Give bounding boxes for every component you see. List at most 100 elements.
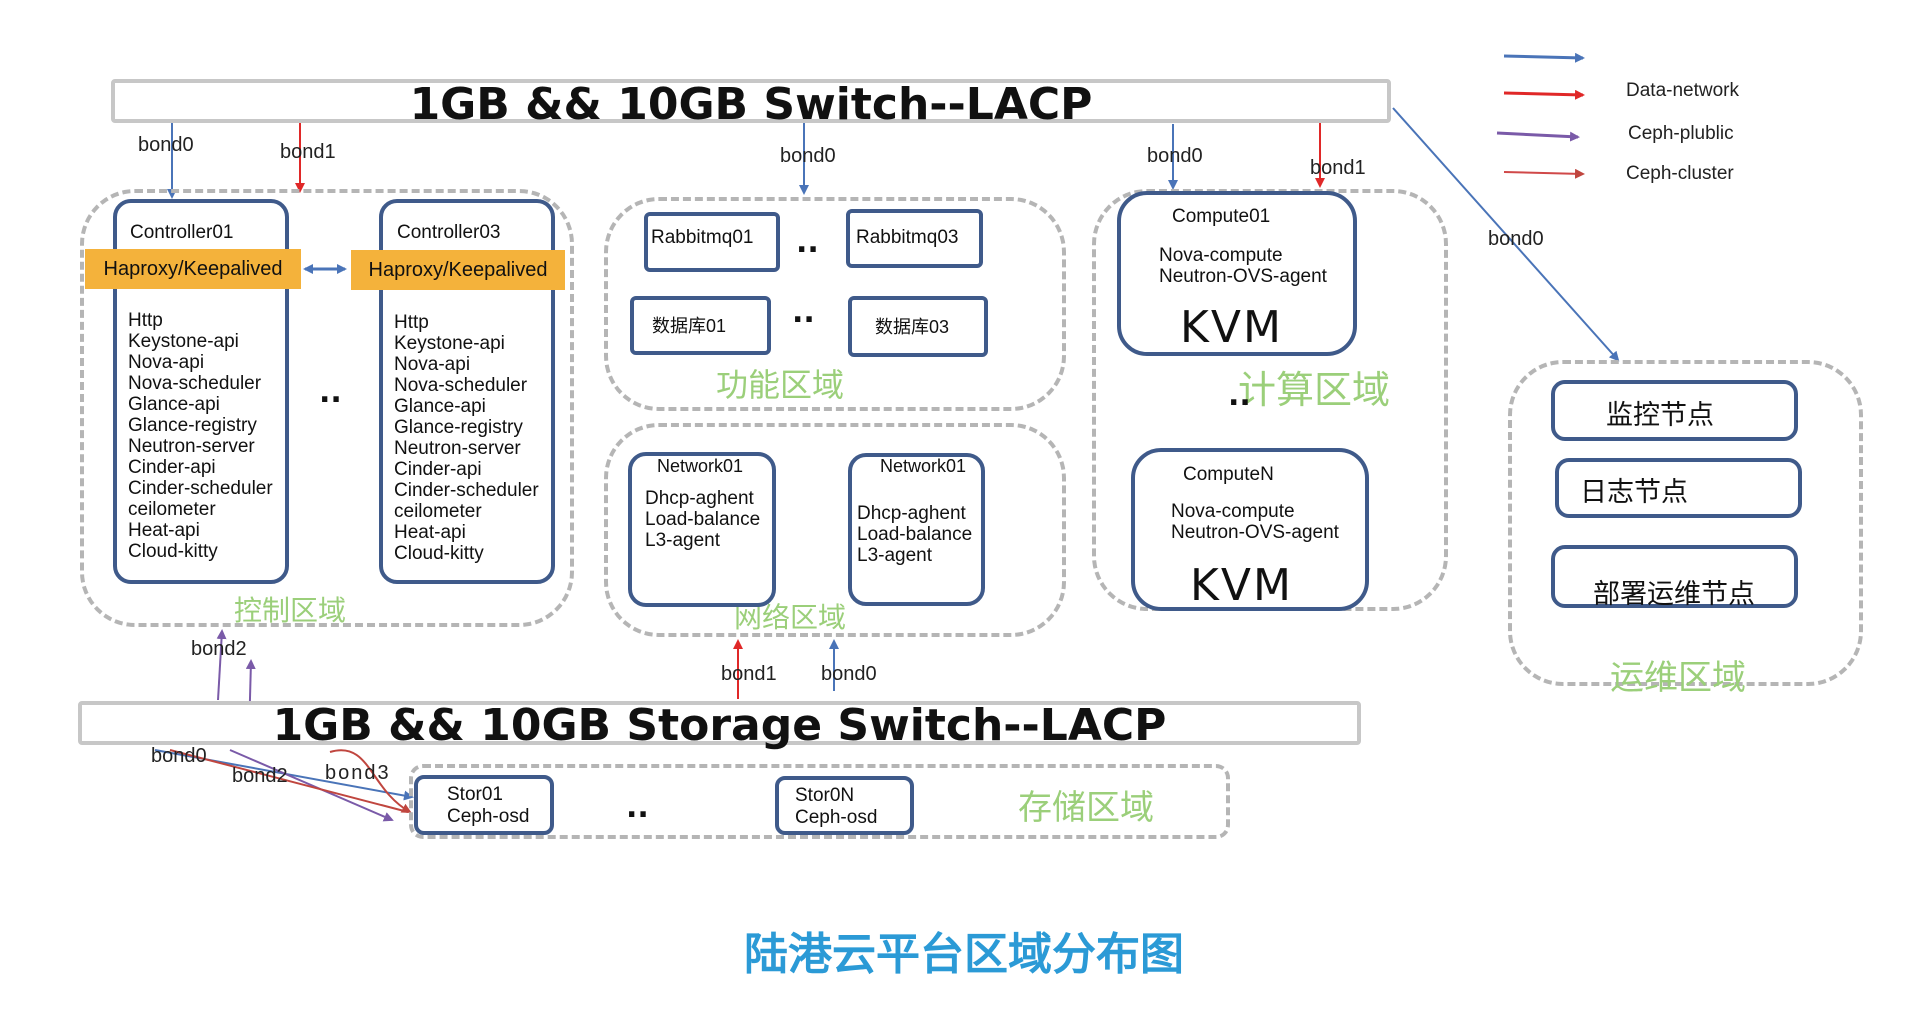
service-item: Nova-compute: [1159, 245, 1283, 266]
bond-label: bond1: [721, 663, 777, 685]
rabbitmq01-label: Rabbitmq01: [651, 227, 754, 248]
service-item: Cloud-kitty: [394, 543, 484, 564]
computeN-node: [1131, 448, 1369, 611]
storage-zone: [409, 764, 1230, 839]
service-item: Glance-registry: [128, 415, 257, 436]
legend-line-purple: [1496, 131, 1580, 142]
diagram-caption: 陆港云平台区域分布图: [744, 929, 1184, 980]
stor01-node: [414, 775, 554, 835]
legend-data-network: Data-network: [1626, 80, 1739, 101]
computeN-title: ComputeN: [1183, 464, 1274, 485]
service-item: Http: [128, 310, 163, 331]
network01-services: Dhcp-aghent Load-balance L3-agent: [645, 488, 760, 551]
bond-label: bond1: [280, 141, 336, 163]
service-item: Load-balance: [645, 509, 761, 530]
controller03-haproxy: Haproxy/Keepalived: [351, 250, 565, 290]
bond-label: bond0: [780, 145, 836, 167]
bond-label: bond2: [191, 638, 247, 660]
storage-zone-label: 存储区域: [1018, 788, 1154, 828]
service-item: Heat-api: [128, 520, 200, 541]
control-zone-label: 控制区域: [234, 594, 347, 627]
top-switch-label: 1GB && 10GB Switch--LACP: [409, 79, 1093, 130]
service-item: Http: [394, 312, 429, 333]
bond-label: bond1: [1310, 157, 1366, 179]
compute01-services: Nova-compute Neutron-OVS-agent: [1159, 245, 1327, 287]
service-item: Keystone-api: [394, 333, 505, 354]
legend-ceph-public: Ceph-plublic: [1628, 123, 1734, 144]
controller01-title: Controller01: [130, 222, 234, 243]
service-item: Neutron-OVS-agent: [1171, 522, 1339, 543]
service-item: L3-agent: [645, 530, 721, 551]
service-item: Cinder-scheduler: [394, 480, 539, 501]
bond-label: bond0: [821, 663, 877, 685]
service-item: ceilometer: [394, 501, 482, 522]
function-zone-label: 功能区域: [716, 366, 845, 404]
computeN-services: Nova-compute Neutron-OVS-agent: [1171, 501, 1339, 543]
service-item: Cinder-api: [128, 457, 216, 478]
controller01-haproxy: Haproxy/Keepalived: [85, 249, 301, 289]
database03-label: 数据库03: [875, 317, 950, 337]
legend-line-rust: [1503, 168, 1585, 179]
network02-node: [848, 453, 985, 606]
service-item: L3-agent: [857, 545, 933, 566]
storage-switch: 1GB && 10GB Storage Switch--LACP: [78, 700, 1361, 751]
legend-line-red: [1503, 89, 1585, 100]
computeN-kvm: KVM: [1190, 560, 1293, 611]
rabbitmq03-node: [846, 209, 983, 268]
ops-deploy-node: 部署运维节点: [1551, 545, 1798, 610]
ops-zone: [1508, 360, 1863, 686]
stor0N-title: Stor0N: [795, 785, 855, 806]
function-ellipsis-2: ..: [792, 295, 815, 330]
service-item: Nova-compute: [1171, 501, 1295, 522]
service-item: Cloud-kitty: [128, 541, 218, 562]
network02-title: Network01: [880, 456, 967, 476]
bond-label: bond0: [151, 745, 207, 767]
bond-label: bond2: [232, 765, 288, 787]
stor0N-node: [775, 776, 914, 835]
legend-line-blue: [1503, 52, 1585, 63]
service-item: Neutron-server: [128, 436, 255, 457]
service-item: Nova-scheduler: [394, 375, 528, 396]
service-item: Load-balance: [857, 524, 973, 545]
service-item: Neutron-server: [394, 438, 521, 459]
service-item: Nova-api: [128, 352, 205, 373]
compute-ellipsis: ..: [1228, 378, 1251, 413]
ops-log-label: 日志节点: [1580, 477, 1688, 508]
controller03-services: Http Keystone-api Nova-api Nova-schedule…: [394, 312, 539, 564]
service-item: Glance-api: [394, 396, 486, 417]
service-item: Glance-registry: [394, 417, 523, 438]
bond-label: bond0: [1488, 228, 1544, 250]
stor0N-service: Ceph-osd: [795, 807, 878, 828]
ops-monitor-node: 监控节点: [1551, 380, 1798, 441]
rabbitmq01-node: [644, 212, 780, 272]
ops-log-node: 日志节点: [1555, 458, 1802, 518]
service-item: Cinder-api: [394, 459, 482, 480]
service-item: Dhcp-aghent: [857, 503, 966, 524]
function-zone: [604, 197, 1066, 411]
function-ellipsis-1: ..: [796, 225, 819, 260]
network01-node: [628, 452, 776, 607]
controller01-services: Http Keystone-api Nova-api Nova-schedule…: [128, 310, 273, 562]
service-item: Heat-api: [394, 522, 466, 543]
ops-zone-label: 运维区域: [1610, 658, 1746, 698]
control-zone: [80, 189, 574, 627]
bond-label: bond0: [1147, 145, 1203, 167]
service-item: Nova-scheduler: [128, 373, 262, 394]
network01-title: Network01: [657, 456, 744, 476]
database03-node: [848, 296, 988, 357]
compute01-title: Compute01: [1172, 206, 1271, 227]
compute-zone-label: 计算区域: [1238, 368, 1391, 412]
legend-ceph-cluster: Ceph-cluster: [1626, 163, 1734, 184]
service-item: Glance-api: [128, 394, 220, 415]
service-item: Nova-api: [394, 354, 471, 375]
service-item: Neutron-OVS-agent: [1159, 266, 1327, 287]
network02-services: Dhcp-aghent Load-balance L3-agent: [857, 503, 972, 566]
service-item: Keystone-api: [128, 331, 239, 352]
compute01-kvm: KVM: [1180, 302, 1283, 353]
storage-ellipsis: ..: [626, 790, 649, 825]
service-item: ceilometer: [128, 499, 216, 520]
controller03-title: Controller03: [397, 222, 501, 243]
ops-deploy-label: 部署运维节点: [1593, 579, 1755, 610]
service-item: Dhcp-aghent: [645, 488, 754, 509]
